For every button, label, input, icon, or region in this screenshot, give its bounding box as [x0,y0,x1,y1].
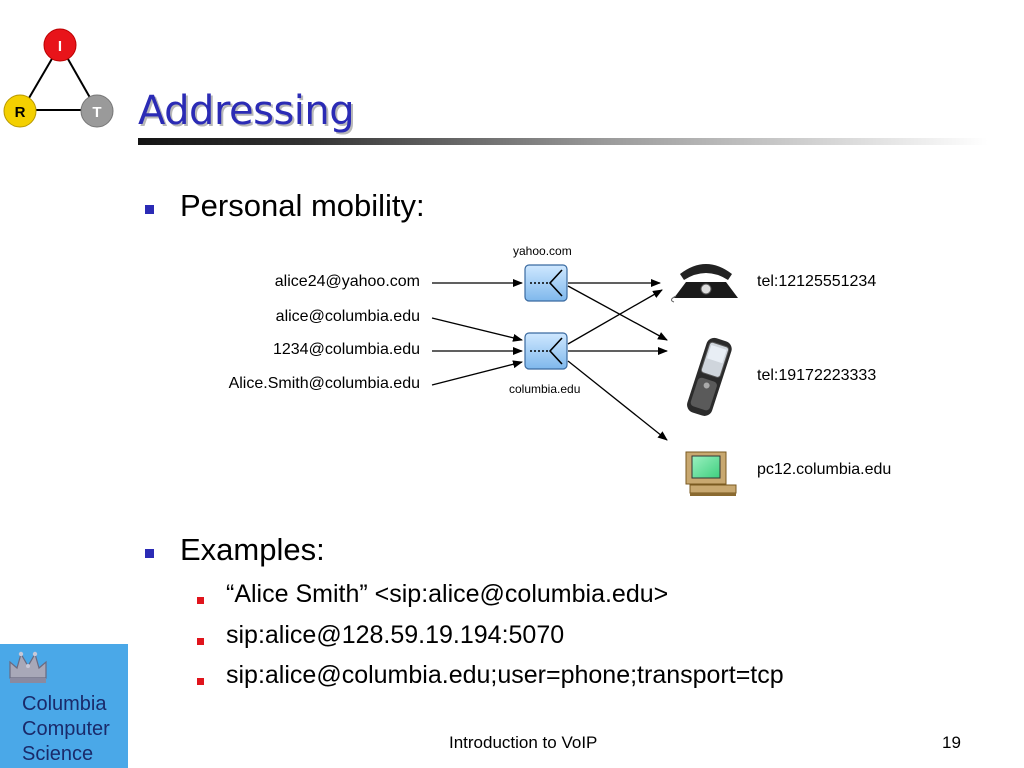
crown-icon [9,651,47,683]
bullet-examples: Examples: [180,532,325,567]
proxy-yahoo-icon [524,264,568,302]
arrow-columbia-computer [567,360,668,441]
sub-bullet-marker [197,638,204,645]
irt-logo: I R T [3,28,114,128]
example-item-2: sip:alice@128.59.19.194:5070 [226,621,565,649]
sub-bullet-marker [197,597,204,604]
logo-letter-r: R [15,104,26,121]
desk-phone-icon [670,264,738,303]
address-4: Alice.Smith@columbia.edu [228,375,420,392]
server-yahoo-label: yahoo.com [513,244,572,258]
address-3: 1234@columbia.edu [272,341,420,358]
example-item-1: “Alice Smith” <sip:alice@columbia.edu> [226,580,669,608]
bullet-marker [145,205,154,214]
arrow-yahoo-mobile [567,285,668,341]
arrow-address-4 [431,360,523,386]
arrow-address-2 [431,317,523,342]
bullet-personal-mobility: Personal mobility: [180,188,425,223]
arrow-columbia-deskphone [567,289,663,345]
mobile-phone-icon [687,337,732,416]
mobility-diagram [431,264,738,496]
institution-name: Columbia Computer Science [22,693,110,765]
device-label-computer: pc12.columbia.edu [757,461,892,478]
footer-title: Introduction to VoIP [449,733,598,752]
logo-letter-i: I [58,38,62,55]
slide-title: Addressing [138,88,355,134]
computer-icon [685,451,737,496]
title-divider [138,138,988,145]
page-number: 19 [942,733,961,752]
address-1: alice24@yahoo.com [274,273,420,290]
device-label-mobile: tel:19172223333 [757,367,877,384]
proxy-columbia-icon [524,332,568,370]
example-item-3: sip:alice@columbia.edu;user=phone;transp… [226,661,784,689]
address-2: alice@columbia.edu [275,308,420,325]
server-columbia-label: columbia.edu [509,382,581,396]
device-label-deskphone: tel:12125551234 [757,273,877,290]
sub-bullet-marker [197,678,204,685]
logo-letter-t: T [92,104,101,121]
bullet-marker [145,549,154,558]
